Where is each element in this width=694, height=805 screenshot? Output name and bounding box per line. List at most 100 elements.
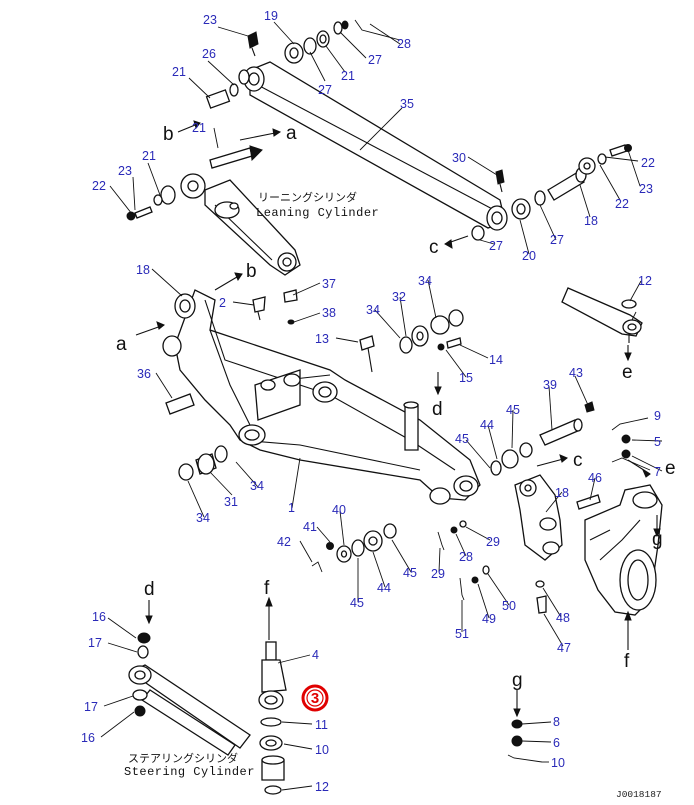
callout-43[interactable]: 43: [569, 366, 583, 380]
callout-34[interactable]: 34: [418, 274, 432, 288]
callout-45[interactable]: 45: [350, 596, 364, 610]
callout-21[interactable]: 22: [615, 197, 629, 211]
arrow-letter-e: e: [665, 458, 676, 479]
callout-16[interactable]: 16: [92, 610, 106, 624]
callout-31[interactable]: 23: [203, 13, 217, 27]
callout-11[interactable]: 11: [315, 718, 328, 732]
highlight-marker: 3: [301, 684, 329, 712]
callout-21[interactable]: 21: [142, 149, 156, 163]
callout-8[interactable]: 9: [654, 409, 661, 423]
callout-10[interactable]: 10: [315, 743, 329, 757]
callout-9[interactable]: 10: [551, 756, 565, 770]
callout-14[interactable]: 14: [489, 353, 503, 367]
callout-34[interactable]: 34: [196, 511, 210, 525]
callout-15[interactable]: 15: [459, 371, 473, 385]
callout-45[interactable]: 45: [455, 432, 469, 446]
callout-4[interactable]: 4: [312, 648, 319, 662]
callout-12[interactable]: 12: [315, 780, 329, 794]
callout-37[interactable]: 37: [322, 277, 336, 291]
arrow-letter-e: e: [622, 362, 633, 383]
callout-46[interactable]: 47: [557, 641, 571, 655]
right-upper-parts: [471, 144, 632, 241]
arrow-letter-g: g: [652, 529, 663, 550]
leaning-link: [243, 61, 508, 231]
callout-12[interactable]: 12: [638, 274, 652, 288]
callout-7[interactable]: 8: [553, 715, 560, 729]
callout-36[interactable]: 36: [137, 367, 151, 381]
callout-13[interactable]: 13: [315, 332, 329, 346]
callout-24[interactable]: 19: [264, 9, 278, 23]
arrow-letter-b: b: [246, 261, 257, 282]
callout-24[interactable]: 20: [522, 249, 536, 263]
callout-41[interactable]: 41: [303, 520, 317, 534]
arrow-letter-d: d: [144, 579, 155, 600]
callout-29[interactable]: 28: [397, 37, 411, 51]
callout-17[interactable]: 17: [84, 700, 98, 714]
arrow-letter-g: g: [512, 670, 523, 691]
steering-cylinder-label-en: Steering Cylinder: [124, 765, 255, 779]
callout-27[interactable]: 27: [318, 83, 332, 97]
callout-49[interactable]: 49: [482, 612, 496, 626]
callout-39[interactable]: 39: [543, 378, 557, 392]
arrow-letter-d: d: [432, 399, 443, 420]
callout-50[interactable]: 50: [502, 599, 516, 613]
callout-35[interactable]: 35: [400, 97, 414, 111]
callout-17[interactable]: 17: [88, 636, 102, 650]
callout-42[interactable]: 42: [277, 535, 291, 549]
callout-23[interactable]: 23: [639, 182, 653, 196]
callout-22[interactable]: 22: [641, 156, 655, 170]
callout-23[interactable]: 23: [118, 164, 132, 178]
document-id: J0018187: [616, 789, 662, 800]
callout-51[interactable]: 51: [455, 627, 469, 641]
callout-34[interactable]: 34: [366, 303, 380, 317]
callout-5[interactable]: 5: [654, 435, 661, 449]
callout-20[interactable]: 21: [192, 121, 206, 135]
callout-22[interactable]: 22: [92, 179, 106, 193]
callout-44[interactable]: 44: [480, 418, 494, 432]
right-fasteners: [611, 417, 651, 471]
callout-34[interactable]: 34: [250, 479, 264, 493]
callout-7[interactable]: 7: [654, 465, 661, 479]
callout-30[interactable]: 29: [486, 535, 500, 549]
leaning-cylinder: [204, 179, 301, 276]
leaning-cylinder-label-en: Leaning Cylinder: [256, 206, 379, 220]
callout-18[interactable]: 18: [136, 263, 150, 277]
callout-38[interactable]: 38: [322, 306, 336, 320]
callout-33[interactable]: 32: [392, 290, 406, 304]
callout-31[interactable]: 30: [452, 151, 466, 165]
lower-center-bushings: [311, 442, 533, 573]
callout-48[interactable]: 46: [588, 471, 602, 485]
callout-45[interactable]: 45: [403, 566, 417, 580]
callout-2[interactable]: 2: [219, 296, 226, 310]
callout-32[interactable]: 31: [224, 495, 238, 509]
arrow-letter-f: f: [264, 578, 270, 599]
steering-knuckle: [584, 484, 663, 616]
callout-25[interactable]: 21: [172, 65, 186, 79]
callout-29[interactable]: 29: [431, 567, 445, 581]
callout-16[interactable]: 16: [81, 731, 95, 745]
steering-cylinder-label-jp: ステアリングシリンダ: [128, 751, 238, 765]
callout-6[interactable]: 6: [553, 736, 560, 750]
arrow-letter-b: b: [163, 124, 174, 145]
callout-40[interactable]: 40: [332, 503, 346, 517]
callout-26[interactable]: 21: [341, 69, 355, 83]
callout-27[interactable]: 26: [202, 47, 216, 61]
callout-28[interactable]: 27: [368, 53, 382, 67]
lower-left-bushings: [165, 393, 228, 481]
callout-18[interactable]: 18: [555, 486, 569, 500]
cylinder-pin-stack: [258, 641, 287, 795]
callout-27[interactable]: 27: [489, 239, 503, 253]
callout-27[interactable]: 27: [550, 233, 564, 247]
callout-44[interactable]: 44: [377, 581, 391, 595]
callout-3-highlighted[interactable]: 3: [311, 690, 319, 707]
arrow-letter-f: f: [624, 651, 630, 672]
arrow-letter-a: a: [116, 334, 127, 355]
callout-1[interactable]: 1: [288, 501, 295, 515]
callout-45[interactable]: 45: [506, 403, 520, 417]
callout-47[interactable]: 48: [556, 611, 570, 625]
callout-19[interactable]: 18: [584, 214, 598, 228]
callout-28[interactable]: 28: [459, 550, 473, 564]
upper-bushing-group: [284, 19, 401, 64]
front-axle-frame: [162, 289, 481, 505]
